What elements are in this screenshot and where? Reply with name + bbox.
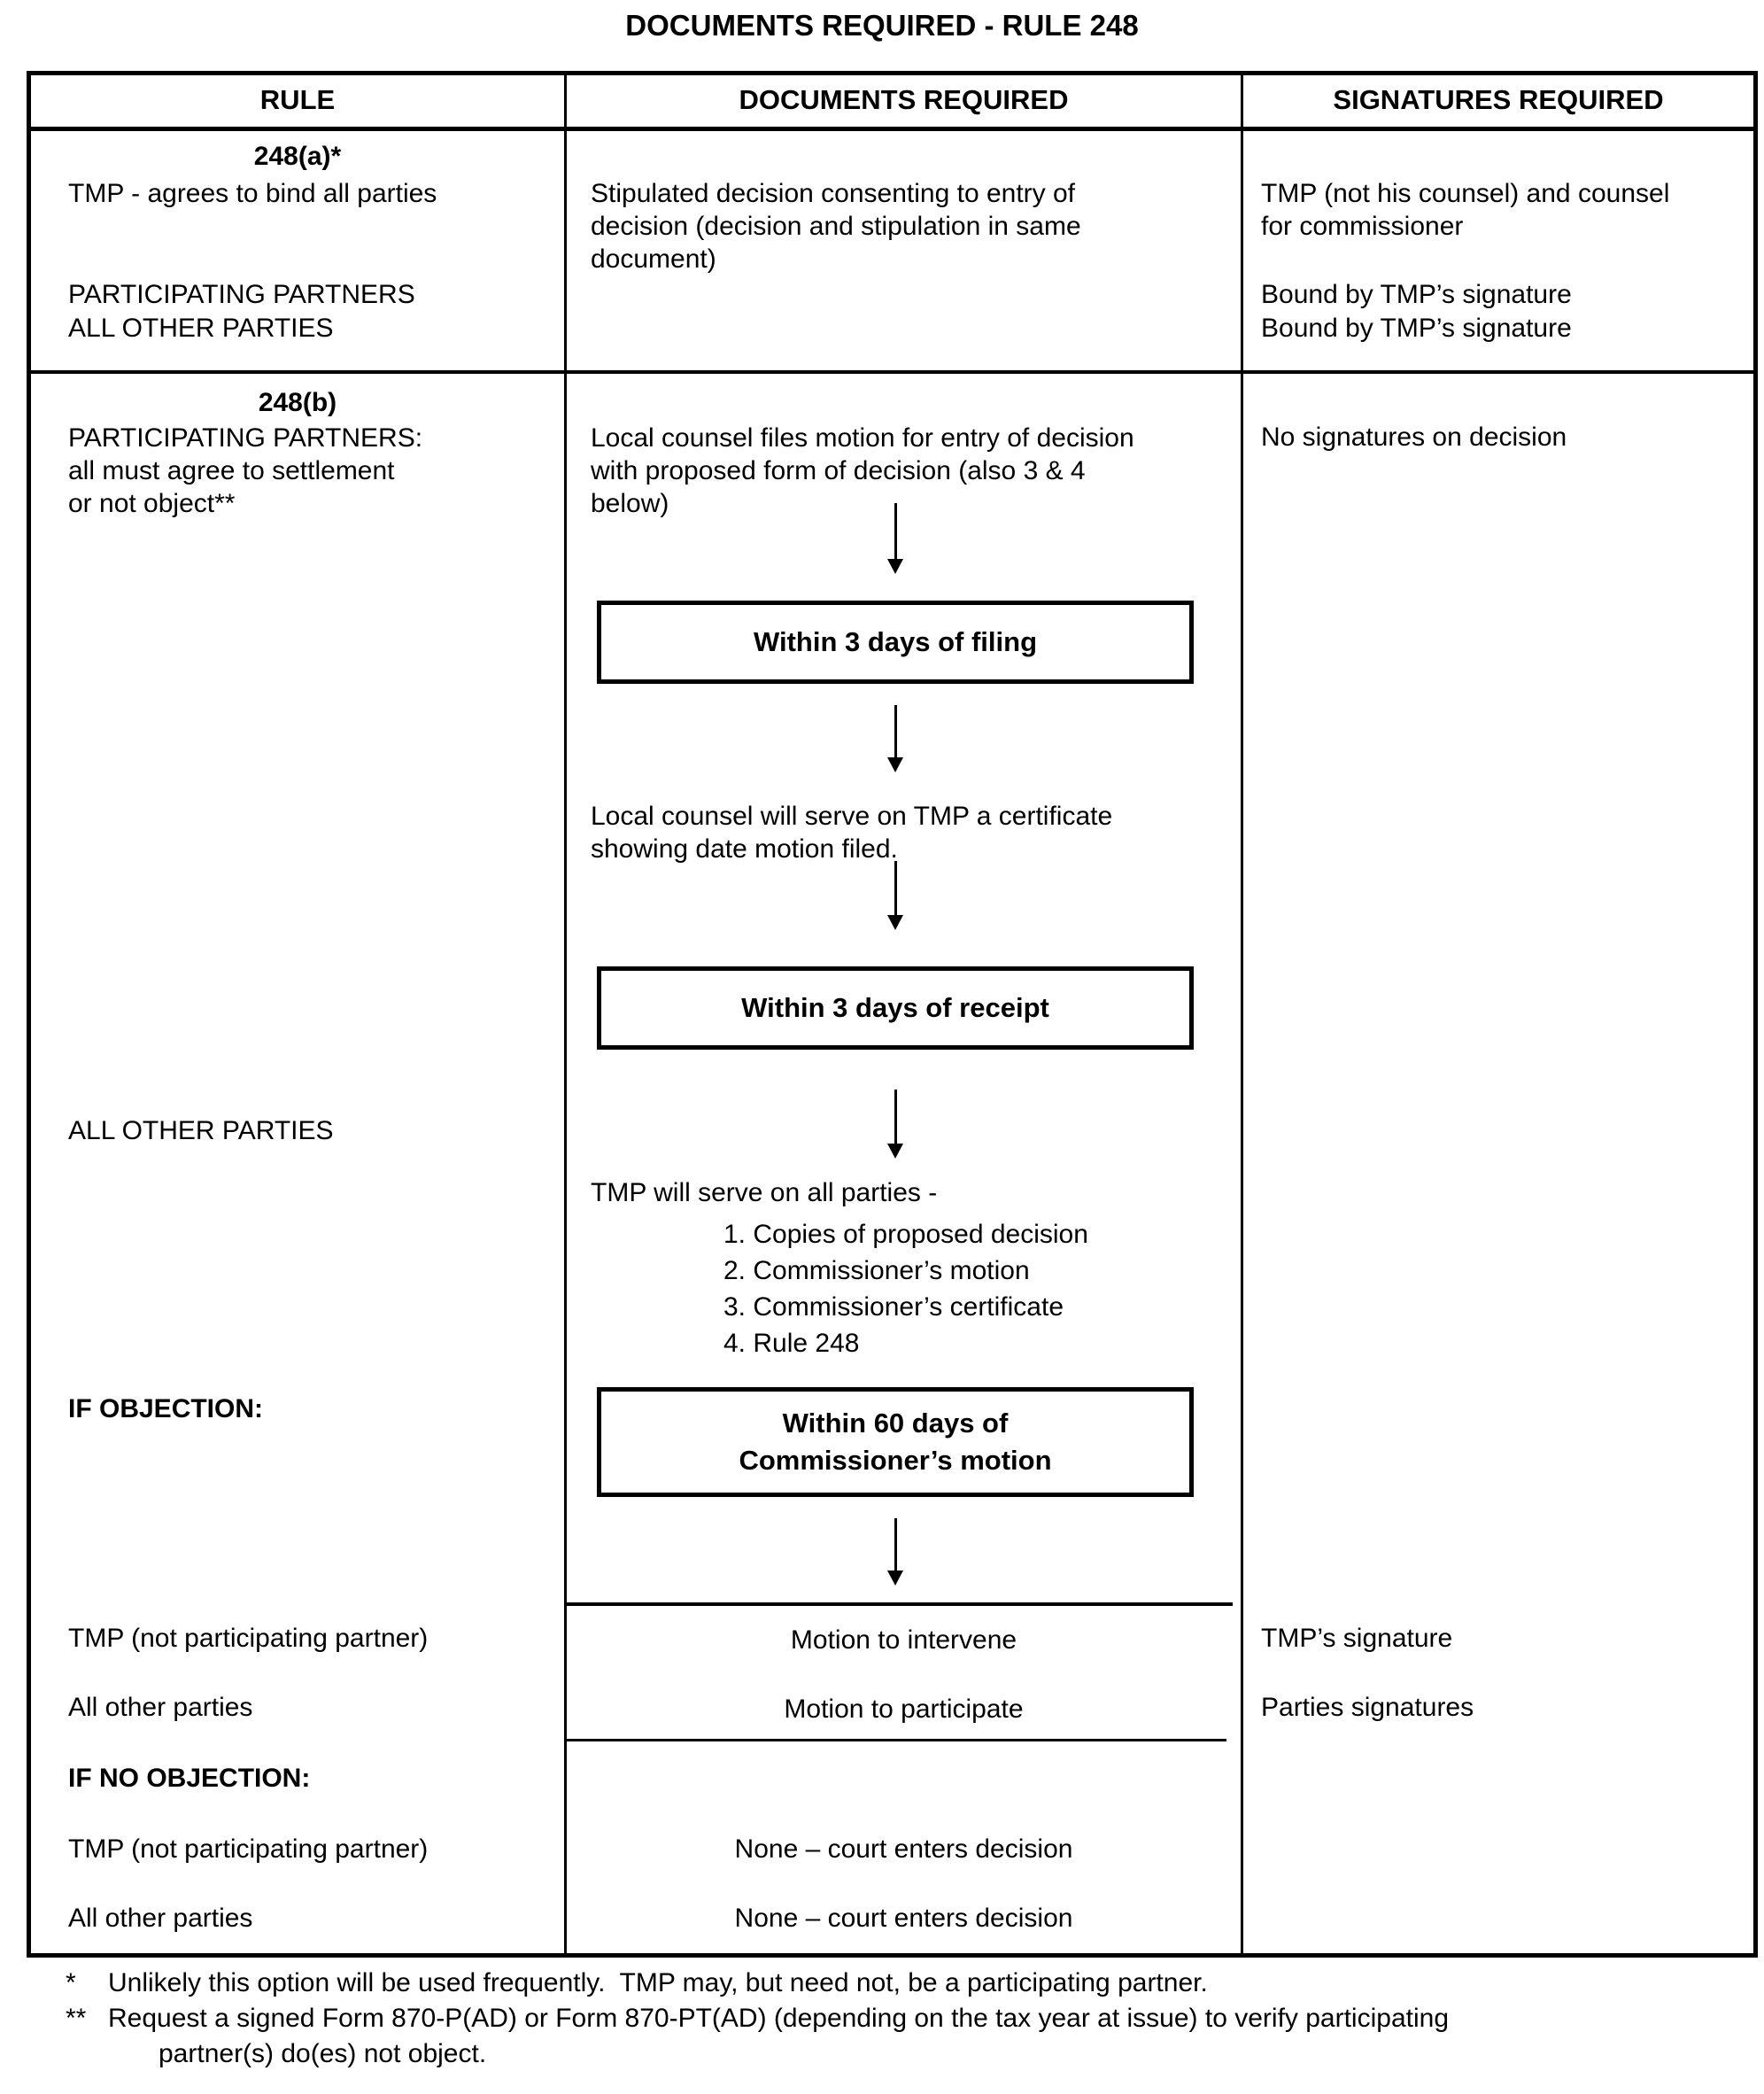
row-248a-signature-main: TMP (not his counsel) and counsel for co… [1261, 179, 1670, 241]
bound-signature-2: Bound by TMP’s signature [1261, 314, 1572, 343]
flow-box-within-60-days: Within 60 days of Commissioner’s motion [597, 1387, 1194, 1497]
row-248b-rule-cell: 248(b) PARTICIPATING PARTNERS: all must … [31, 374, 567, 1953]
documents-divider-top [567, 1602, 1233, 1606]
flow-box-within-3-days-filing: Within 3 days of filing [597, 601, 1194, 684]
served-item-4: 4. Rule 248 [723, 1329, 860, 1358]
objection-rule-2: All other parties [68, 1693, 253, 1722]
flow-arrow-down-5 [880, 1518, 910, 1586]
footnote-2: ** Request a signed Form 870-P(AD) or Fo… [66, 2001, 1449, 2072]
rule-248a-text: TMP - agrees to bind all parties [68, 179, 437, 208]
rule-248b-heading: 248(b) [258, 388, 337, 417]
rule-248a-parties: PARTICIPATING PARTNERS ALL OTHER PARTIES [68, 278, 415, 345]
if-objection-label: IF OBJECTION: [68, 1394, 264, 1423]
flow-box-within-3-days-receipt: Within 3 days of receipt [597, 966, 1194, 1050]
flow-box-3-line-2: Commissioner’s motion [739, 1445, 1052, 1476]
served-item-1: 1. Copies of proposed decision [723, 1220, 1088, 1249]
parties-signatures: Parties signatures [1261, 1693, 1474, 1722]
bound-signature-1: Bound by TMP’s signature [1261, 280, 1572, 309]
arrow-shaft [894, 1090, 897, 1144]
objection-rule-1: TMP (not participating partner) [68, 1624, 429, 1653]
rule-248b-line-3: or not object** [68, 489, 236, 518]
motion-to-participate: Motion to participate [784, 1695, 1024, 1724]
documents-divider-bottom [567, 1739, 1226, 1741]
if-no-objection-label: IF NO OBJECTION: [68, 1764, 311, 1793]
row-248b-documents-cell: Local counsel files motion for entry of … [567, 374, 1243, 1953]
footnote-2-text: Request a signed Form 870-P(AD) or Form … [108, 2001, 1449, 2072]
arrow-shaft [894, 1518, 897, 1570]
arrow-shaft [894, 705, 897, 757]
arrow-shaft [894, 503, 897, 559]
no-signatures-note: No signatures on decision [1261, 423, 1567, 452]
served-item-3: 3. Commissioner’s certificate [723, 1292, 1064, 1322]
no-objection-rule-1: TMP (not participating partner) [68, 1834, 429, 1864]
footnote-1-text: Unlikely this option will be used freque… [108, 1968, 1208, 1997]
row-248a-documents-cell: Stipulated decision consenting to entry … [567, 131, 1243, 370]
motion-to-intervene: Motion to intervene [790, 1625, 1017, 1655]
flow-step-3-list: 1. Copies of proposed decision 2. Commis… [723, 1216, 1088, 1361]
flow-box-1-text: Within 3 days of filing [753, 626, 1038, 657]
rule-248a-party-2: ALL OTHER PARTIES [68, 314, 334, 343]
column-header-rule: RULE [31, 75, 567, 127]
row-248a-documents-text: Stipulated decision consenting to entry … [591, 179, 1081, 274]
rule-248a-heading: 248(a)* [253, 142, 342, 171]
rule-248a-party-1: PARTICIPATING PARTNERS [68, 280, 415, 309]
table-header-row: RULE DOCUMENTS REQUIRED SIGNATURES REQUI… [31, 75, 1753, 131]
flow-step-2: Local counsel will serve on TMP a certif… [591, 802, 1113, 864]
arrow-head [887, 1144, 903, 1159]
arrow-head [887, 1570, 903, 1586]
row-248a: 248(a)* TMP - agrees to bind all parties… [31, 131, 1753, 374]
row-248a-signature-bound: Bound by TMP’s signature Bound by TMP’s … [1261, 278, 1572, 345]
arrow-head [887, 915, 903, 930]
no-objection-rule-2: All other parties [68, 1904, 253, 1933]
column-header-signatures: SIGNATURES REQUIRED [1333, 84, 1664, 115]
all-other-parties-label: ALL OTHER PARTIES [68, 1116, 334, 1145]
rule-248b-line-2: all must agree to settlement [68, 456, 395, 485]
page-title: DOCUMENTS REQUIRED - RULE 248 [625, 9, 1139, 42]
none-court-enters-decision-2: None – court enters decision [734, 1904, 1073, 1933]
arrow-head [887, 559, 903, 574]
row-248a-signatures-cell: TMP (not his counsel) and counsel for co… [1243, 131, 1753, 370]
flow-arrow-down-4 [880, 1090, 910, 1159]
footnote-2-marker: ** [66, 2004, 87, 2033]
flow-box-3-line-1: Within 60 days of [782, 1408, 1009, 1439]
rule-248b-lines: PARTICIPATING PARTNERS: all must agree t… [68, 422, 422, 520]
rule-248b-line-1: PARTICIPATING PARTNERS: [68, 423, 423, 453]
footnote-2-line-1: Request a signed Form 870-P(AD) or Form … [108, 2004, 1450, 2033]
flow-box-2-text: Within 3 days of receipt [741, 992, 1049, 1023]
row-248b: 248(b) PARTICIPATING PARTNERS: all must … [31, 374, 1753, 1953]
column-header-documents: DOCUMENTS REQUIRED [567, 75, 1243, 127]
flow-arrow-down-1 [880, 503, 910, 574]
flow-arrow-down-2 [880, 705, 910, 772]
flow-arrow-down-3 [880, 861, 910, 930]
tmp-signature: TMP’s signature [1261, 1624, 1453, 1653]
arrow-head [887, 757, 903, 772]
served-item-2: 2. Commissioner’s motion [723, 1256, 1030, 1285]
footnote-1: * Unlikely this option will be used freq… [66, 1966, 1208, 2001]
flow-step-3-intro: TMP will serve on all parties - [591, 1178, 938, 1207]
flow-step-1: Local counsel files motion for entry of … [591, 423, 1134, 518]
arrow-shaft [894, 861, 897, 915]
footnote-1-marker: * [66, 1968, 76, 1997]
row-248a-rule-cell: 248(a)* TMP - agrees to bind all parties… [31, 131, 567, 370]
rule-248-table: RULE DOCUMENTS REQUIRED SIGNATURES REQUI… [27, 71, 1758, 1958]
none-court-enters-decision-1: None – court enters decision [734, 1834, 1073, 1864]
row-248b-signatures-cell: No signatures on decision TMP’s signatur… [1243, 374, 1753, 1953]
footnote-2-line-2: partner(s) do(es) not object. [159, 2039, 487, 2068]
